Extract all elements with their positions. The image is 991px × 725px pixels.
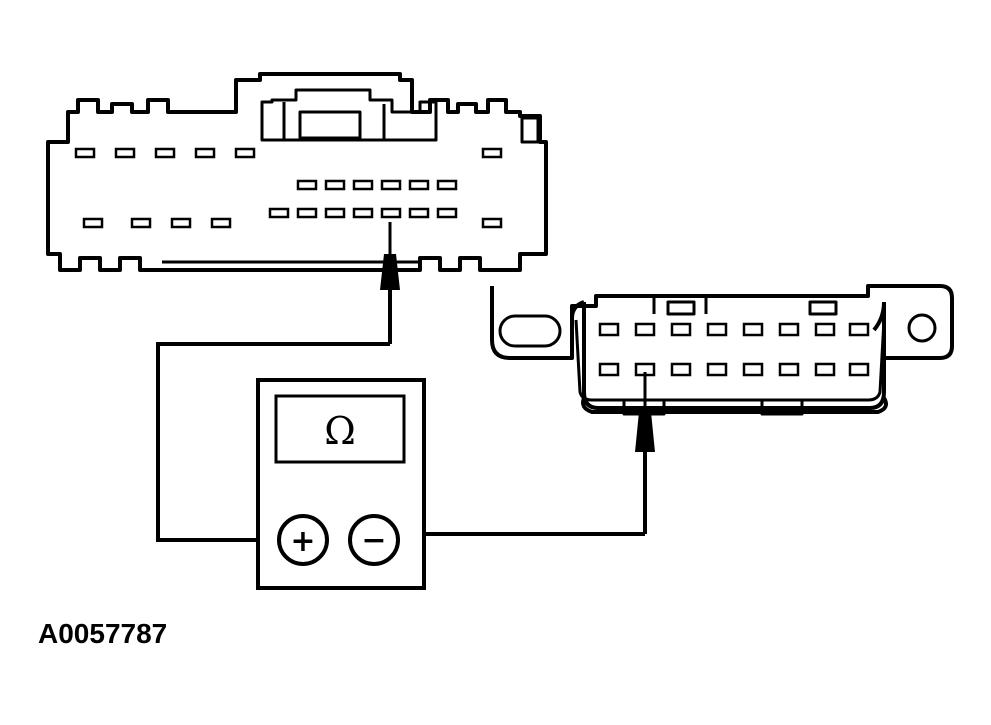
pin-cavity <box>380 207 402 219</box>
positive-lead <box>156 342 390 542</box>
pin-cavity <box>408 207 430 219</box>
ohmmeter-display <box>274 394 406 464</box>
ohmmeter: Ω + − <box>256 378 426 590</box>
positive-terminal-label: + <box>290 524 315 559</box>
negative-terminal <box>348 514 400 566</box>
pin-cavity <box>814 322 836 337</box>
pin-cavity <box>670 362 692 377</box>
module-connector-pins <box>74 147 503 229</box>
dlc-connector-pins <box>598 322 870 377</box>
pin-cavity <box>742 322 764 337</box>
module-connector <box>46 72 548 272</box>
pin-cavity <box>814 362 836 377</box>
test-probe-dlc <box>635 372 655 534</box>
pin-cavity <box>74 147 96 159</box>
pin-cavity <box>324 179 346 191</box>
pin-cavity <box>296 207 318 219</box>
test-leads <box>156 342 645 542</box>
pin-cavity <box>324 207 346 219</box>
pin-cavity <box>436 179 458 191</box>
pin-cavity <box>114 147 136 159</box>
pin-cavity <box>706 362 728 377</box>
pin-cavity <box>194 147 216 159</box>
pin-cavity <box>268 207 290 219</box>
pin-cavity <box>210 217 232 229</box>
pin-cavity <box>634 322 656 337</box>
pin-cavity <box>706 322 728 337</box>
test-probe-module <box>380 222 400 344</box>
pin-cavity <box>296 179 318 191</box>
pin-cavity <box>778 322 800 337</box>
pin-cavity <box>352 207 374 219</box>
negative-terminal-label: − <box>361 523 386 558</box>
pin-cavity <box>598 362 620 377</box>
pin-cavity <box>408 179 430 191</box>
pin-cavity <box>352 179 374 191</box>
pin-cavity <box>170 217 192 229</box>
pin-cavity <box>778 362 800 377</box>
pin-cavity <box>234 147 256 159</box>
pin-cavity <box>380 179 402 191</box>
pin-cavity <box>130 217 152 229</box>
pin-cavity <box>598 322 620 337</box>
pin-cavity <box>848 362 870 377</box>
positive-terminal <box>277 514 329 566</box>
dlc-connector <box>490 284 954 416</box>
pin-cavity <box>154 147 176 159</box>
pin-cavity <box>742 362 764 377</box>
pin-cavity <box>82 217 104 229</box>
pin-cavity <box>436 207 458 219</box>
pin-cavity <box>481 217 503 229</box>
pin-cavity <box>848 322 870 337</box>
ohm-symbol: Ω <box>324 409 356 453</box>
figure-id: A0057787 <box>38 618 168 649</box>
pin-cavity <box>481 147 503 159</box>
pin-cavity <box>670 322 692 337</box>
